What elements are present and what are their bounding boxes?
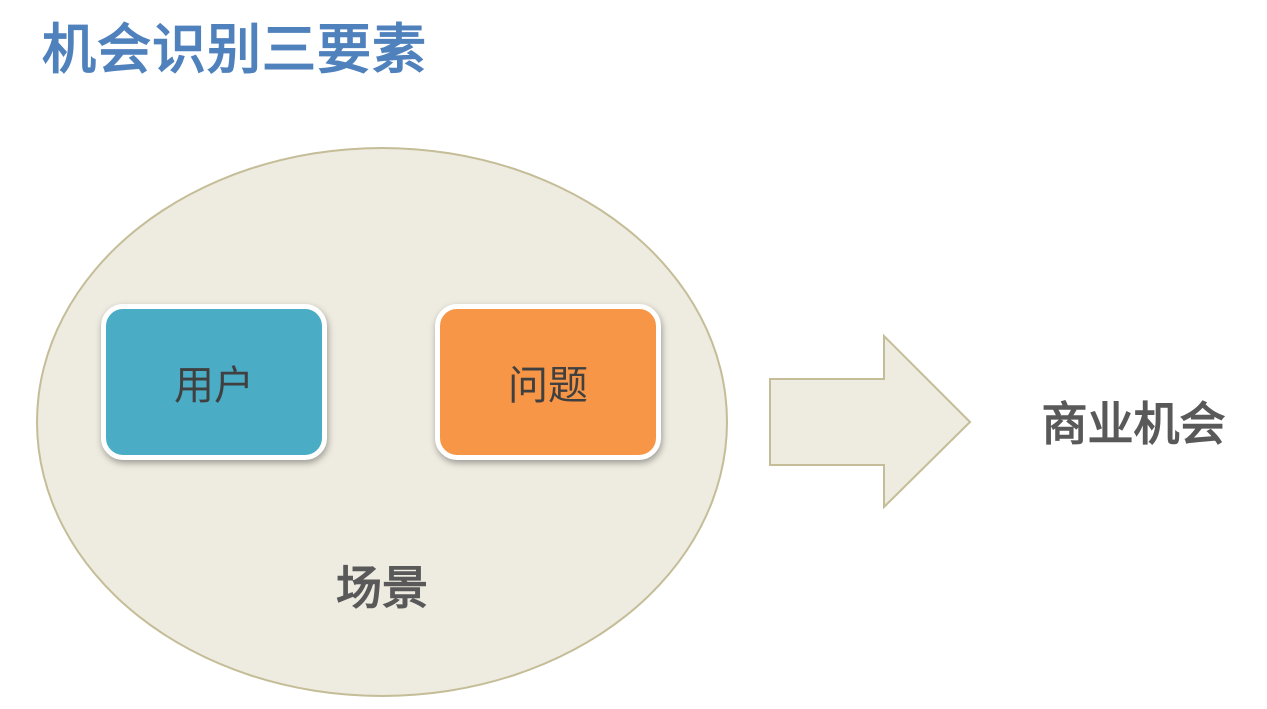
user-box-label: 用户 bbox=[174, 363, 254, 409]
right-arrow-icon bbox=[769, 334, 972, 510]
scene-label: 场景 bbox=[336, 561, 428, 615]
slide-title: 机会识别三要素 bbox=[42, 18, 427, 81]
user-box: 用户 bbox=[101, 304, 327, 460]
arrow-shape bbox=[769, 334, 972, 510]
business-opportunity-label: 商业机会 bbox=[1041, 397, 1226, 451]
problem-box-label: 问题 bbox=[508, 363, 588, 409]
problem-box: 问题 bbox=[435, 304, 661, 460]
